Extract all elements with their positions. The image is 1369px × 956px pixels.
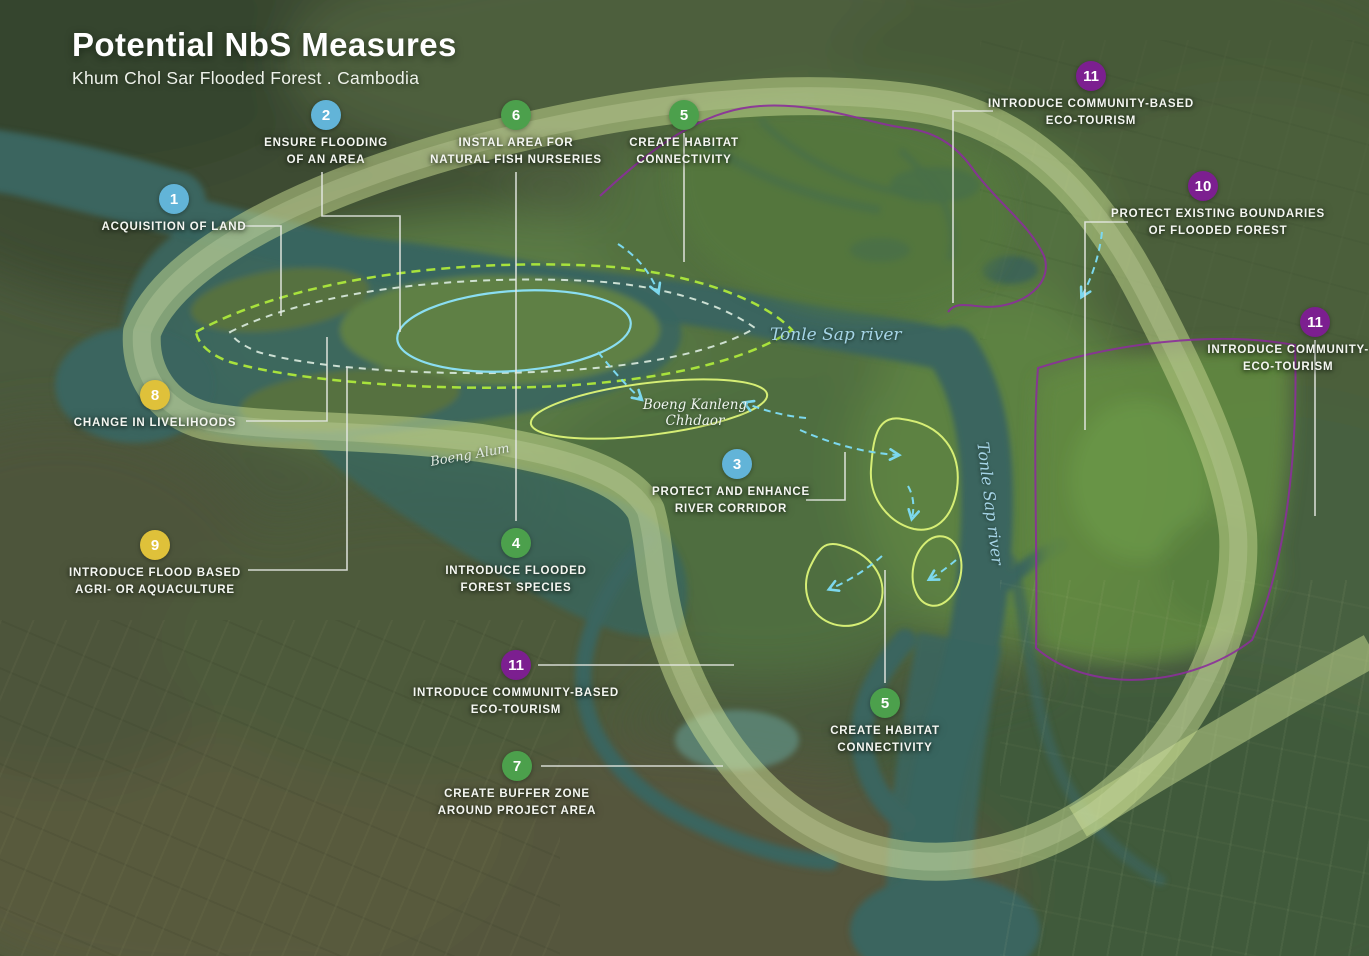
leader-lines bbox=[240, 110, 1316, 767]
forest-boundary-lines bbox=[599, 104, 1297, 681]
measure-badge-1[interactable]: 1 bbox=[159, 184, 189, 214]
page-subtitle: Khum Chol Sar Flooded Forest . Cambodia bbox=[72, 68, 420, 88]
measure-badge-5-bottom[interactable]: 5 bbox=[870, 688, 900, 718]
lake-label-line2: Chhdaor bbox=[665, 413, 725, 429]
measure-badge-4[interactable]: 4 bbox=[501, 528, 531, 558]
measure-badge-5-top[interactable]: 5 bbox=[669, 100, 699, 130]
river-label-tonle-sap: Tonle Sap river bbox=[770, 325, 902, 345]
measure-label-1: ACQUISITION OF LAND bbox=[101, 221, 247, 233]
measure-label-8: CHANGE IN LIVELIHOODS bbox=[73, 417, 237, 429]
measure-badge-10[interactable]: 10 bbox=[1188, 171, 1218, 201]
measure-badge-11-top[interactable]: 11 bbox=[1076, 61, 1106, 91]
measure-badge-7[interactable]: 7 bbox=[502, 751, 532, 781]
header: Potential NbS Measures Khum Chol Sar Flo… bbox=[72, 26, 457, 89]
fish-nursery-ellipse bbox=[396, 289, 632, 373]
measure-label-11-right: INTRODUCE COMMUNITY-ECO-TOURISM bbox=[1207, 344, 1369, 373]
measure-badge-9[interactable]: 9 bbox=[140, 530, 170, 560]
measure-badge-6[interactable]: 6 bbox=[501, 100, 531, 130]
measure-badge-11-mid[interactable]: 11 bbox=[501, 650, 531, 680]
lake-label-boeng-kanleng: Boeng Kanleng Chhdaor bbox=[625, 397, 765, 429]
lake-label-line1: Boeng Kanleng bbox=[642, 397, 748, 413]
habitat-patch-outlines bbox=[529, 378, 963, 627]
buffer-zone-ring bbox=[122, 77, 1369, 881]
measure-badge-11-right[interactable]: 11 bbox=[1300, 307, 1330, 337]
measure-badge-2[interactable]: 2 bbox=[311, 100, 341, 130]
measure-badge-3[interactable]: 3 bbox=[722, 449, 752, 479]
measure-badge-8[interactable]: 8 bbox=[140, 380, 170, 410]
page-title: Potential NbS Measures bbox=[72, 26, 457, 63]
flooding-area-outline bbox=[194, 263, 794, 389]
